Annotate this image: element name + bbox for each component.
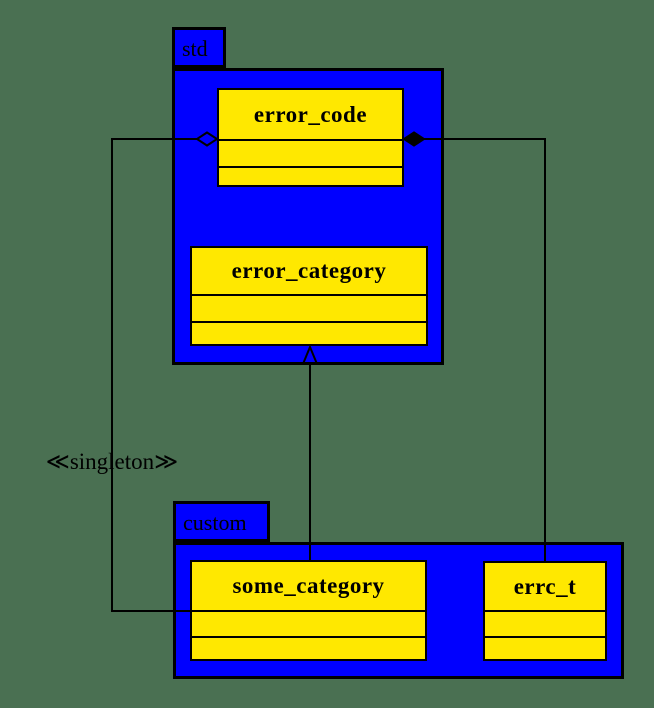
class-error-code-title: error_code: [219, 90, 402, 141]
stereotype-singleton-label: ≪singleton≫: [45, 449, 179, 474]
class-some-category-title: some_category: [192, 562, 425, 612]
class-error-category-attributes-compartment: [192, 296, 426, 323]
class-error-code-attributes-compartment: [219, 141, 402, 168]
class-error-category-title: error_category: [192, 248, 426, 296]
class-some-category-operations-compartment: [192, 638, 425, 659]
package-std-tab: std: [172, 27, 226, 68]
class-errc-t: errc_t: [483, 561, 607, 661]
class-errc-t-attributes-compartment: [485, 612, 605, 638]
class-some-category: some_category: [190, 560, 427, 661]
package-std-label: std: [182, 35, 208, 61]
package-custom-tab: custom: [173, 501, 270, 542]
class-error-category: error_category: [190, 246, 428, 346]
class-error-code: error_code: [217, 88, 404, 187]
class-errc-t-operations-compartment: [485, 638, 605, 659]
class-error-code-operations-compartment: [219, 168, 402, 185]
class-some-category-attributes-compartment: [192, 612, 425, 638]
class-error-category-operations-compartment: [192, 323, 426, 344]
package-custom-label: custom: [183, 509, 247, 535]
class-errc-t-title: errc_t: [485, 563, 605, 612]
